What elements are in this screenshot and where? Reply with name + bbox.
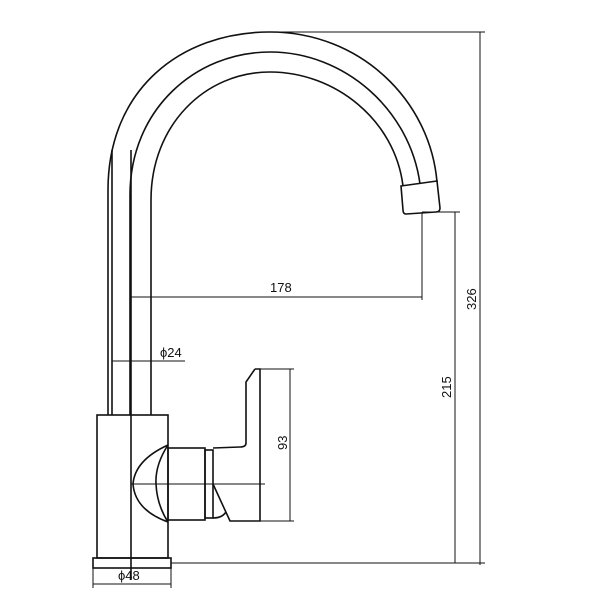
lever-handle <box>212 368 261 522</box>
label-handle-height: 93 <box>275 436 290 450</box>
label-pipe-diameter: ϕ24 <box>160 345 182 360</box>
spout-inner-edge <box>150 71 404 415</box>
label-base-diameter: ϕ48 <box>118 568 140 583</box>
spout-outer-edge <box>107 31 438 415</box>
label-spout-reach: 178 <box>270 280 292 295</box>
faucet-base <box>92 557 172 569</box>
spout-tip <box>400 180 441 215</box>
label-spout-height: 215 <box>439 376 454 398</box>
handle-joint <box>212 511 227 519</box>
spout-centerline <box>129 51 421 415</box>
label-total-height: 326 <box>464 288 479 310</box>
